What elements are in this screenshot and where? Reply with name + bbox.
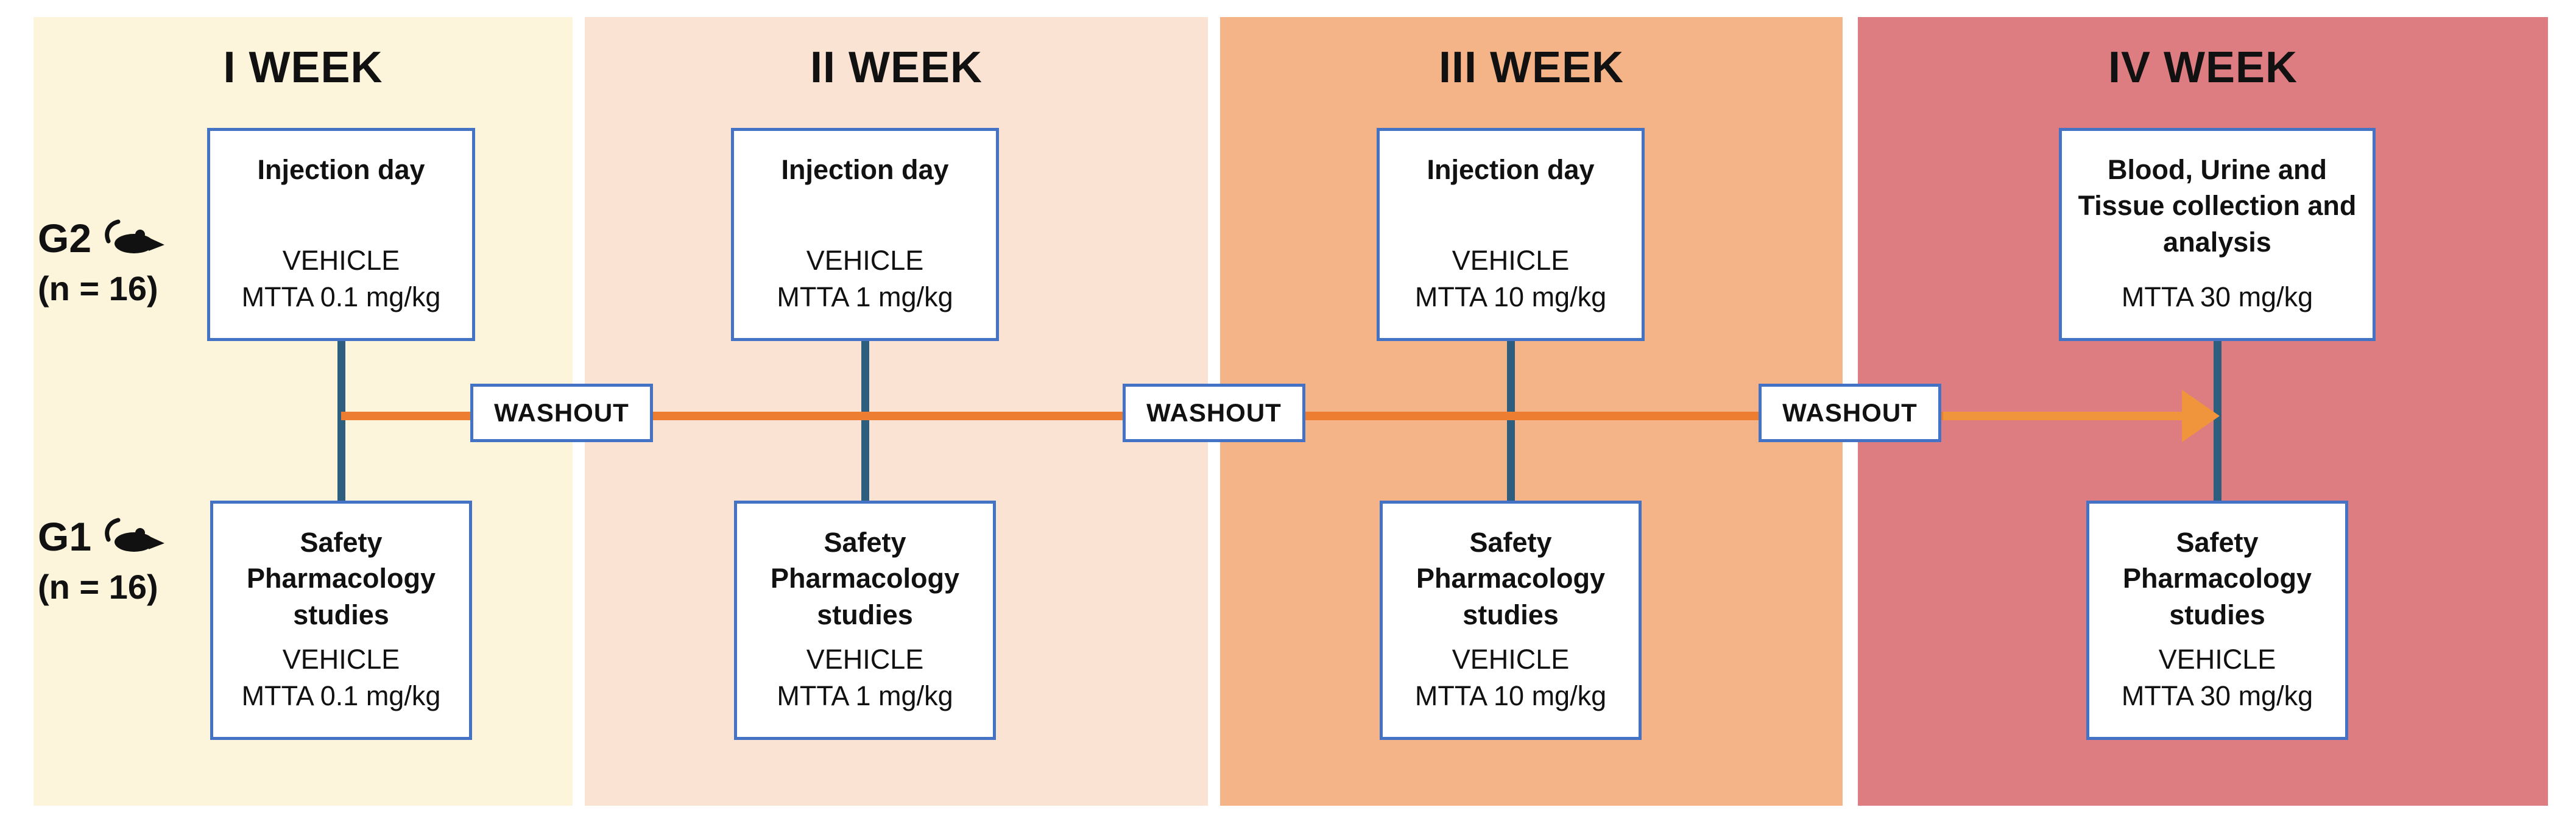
week-1-connector-line <box>337 340 345 502</box>
week-4-safety-box: Safety Pharmacology studies VEHICLE MTTA… <box>2086 501 2348 740</box>
week-1-injection-line1: VEHICLE <box>282 245 400 276</box>
week-4-collection-box: Blood, Urine and Tissue collection and a… <box>2059 128 2376 341</box>
washout-2-label: WASHOUT <box>1146 398 1282 427</box>
week-4-safety-line1: VEHICLE <box>2158 644 2276 675</box>
week-3-injection-line1: VEHICLE <box>1452 245 1570 276</box>
week-2-safety-box: Safety Pharmacology studies VEHICLE MTTA… <box>734 501 996 740</box>
group-g1-label: G1 (n = 16) <box>38 516 208 604</box>
week-2-safety-heading: Safety Pharmacology studies <box>770 527 960 630</box>
week-4-safety-heading: Safety Pharmacology studies <box>2122 527 2312 630</box>
week-3-connector-line <box>1507 340 1515 502</box>
group-g1-id: G1 <box>38 514 92 559</box>
washout-box-3: WASHOUT <box>1759 384 1941 442</box>
washout-box-2: WASHOUT <box>1123 384 1305 442</box>
week-3-safety-line2: MTTA 10 mg/kg <box>1414 680 1607 711</box>
week-1-safety-line2: MTTA 0.1 mg/kg <box>241 680 441 711</box>
group-g2-id: G2 <box>38 216 92 261</box>
week-4-collection-line1: MTTA 30 mg/kg <box>2121 281 2313 312</box>
week-2-title: II WEEK <box>810 43 983 92</box>
week-3-safety-box: Safety Pharmacology studies VEHICLE MTTA… <box>1380 501 1642 740</box>
week-1-safety-line1: VEHICLE <box>282 644 400 675</box>
week-1-injection-line2: MTTA 0.1 mg/kg <box>241 281 441 312</box>
timeline-arrowhead-icon <box>2182 390 2220 442</box>
week-1-injection-heading: Injection day <box>257 154 425 185</box>
week-4-safety-line2: MTTA 30 mg/kg <box>2121 680 2313 711</box>
group-g2-label: G2 (n = 16) <box>38 218 208 306</box>
week-1-title: I WEEK <box>223 43 383 92</box>
washout-box-1: WASHOUT <box>470 384 653 442</box>
week-1-injection-box: Injection day VEHICLE MTTA 0.1 mg/kg <box>207 128 475 341</box>
week-3-safety-heading: Safety Pharmacology studies <box>1416 527 1606 630</box>
week-3-injection-heading: Injection day <box>1427 154 1595 185</box>
week-2-connector-line <box>861 340 869 502</box>
week-3-injection-box: Injection day VEHICLE MTTA 10 mg/kg <box>1377 128 1645 341</box>
week-2-safety-line2: MTTA 1 mg/kg <box>777 680 953 711</box>
timeline-final-segment <box>1943 412 2182 420</box>
week-2-injection-heading: Injection day <box>781 154 949 185</box>
week-2-injection-line2: MTTA 1 mg/kg <box>777 281 953 312</box>
week-3-safety-line1: VEHICLE <box>1452 644 1570 675</box>
rat-icon <box>105 518 165 552</box>
week-4-title: IV WEEK <box>2108 43 2298 92</box>
group-g1-n: (n = 16) <box>38 568 158 606</box>
week-3-injection-line2: MTTA 10 mg/kg <box>1414 281 1607 312</box>
group-g2-n: (n = 16) <box>38 269 158 308</box>
week-2-injection-line1: VEHICLE <box>806 245 924 276</box>
washout-1-label: WASHOUT <box>494 398 629 427</box>
rat-icon <box>105 219 165 253</box>
week-4-collection-heading: Blood, Urine and Tissue collection and a… <box>2078 154 2357 258</box>
week-2-injection-box: Injection day VEHICLE MTTA 1 mg/kg <box>731 128 999 341</box>
week-2-safety-line1: VEHICLE <box>806 644 924 675</box>
washout-3-label: WASHOUT <box>1782 398 1918 427</box>
week-1-safety-heading: Safety Pharmacology studies <box>246 527 436 630</box>
week-1-safety-box: Safety Pharmacology studies VEHICLE MTTA… <box>210 501 472 740</box>
week-3-title: III WEEK <box>1438 43 1624 92</box>
